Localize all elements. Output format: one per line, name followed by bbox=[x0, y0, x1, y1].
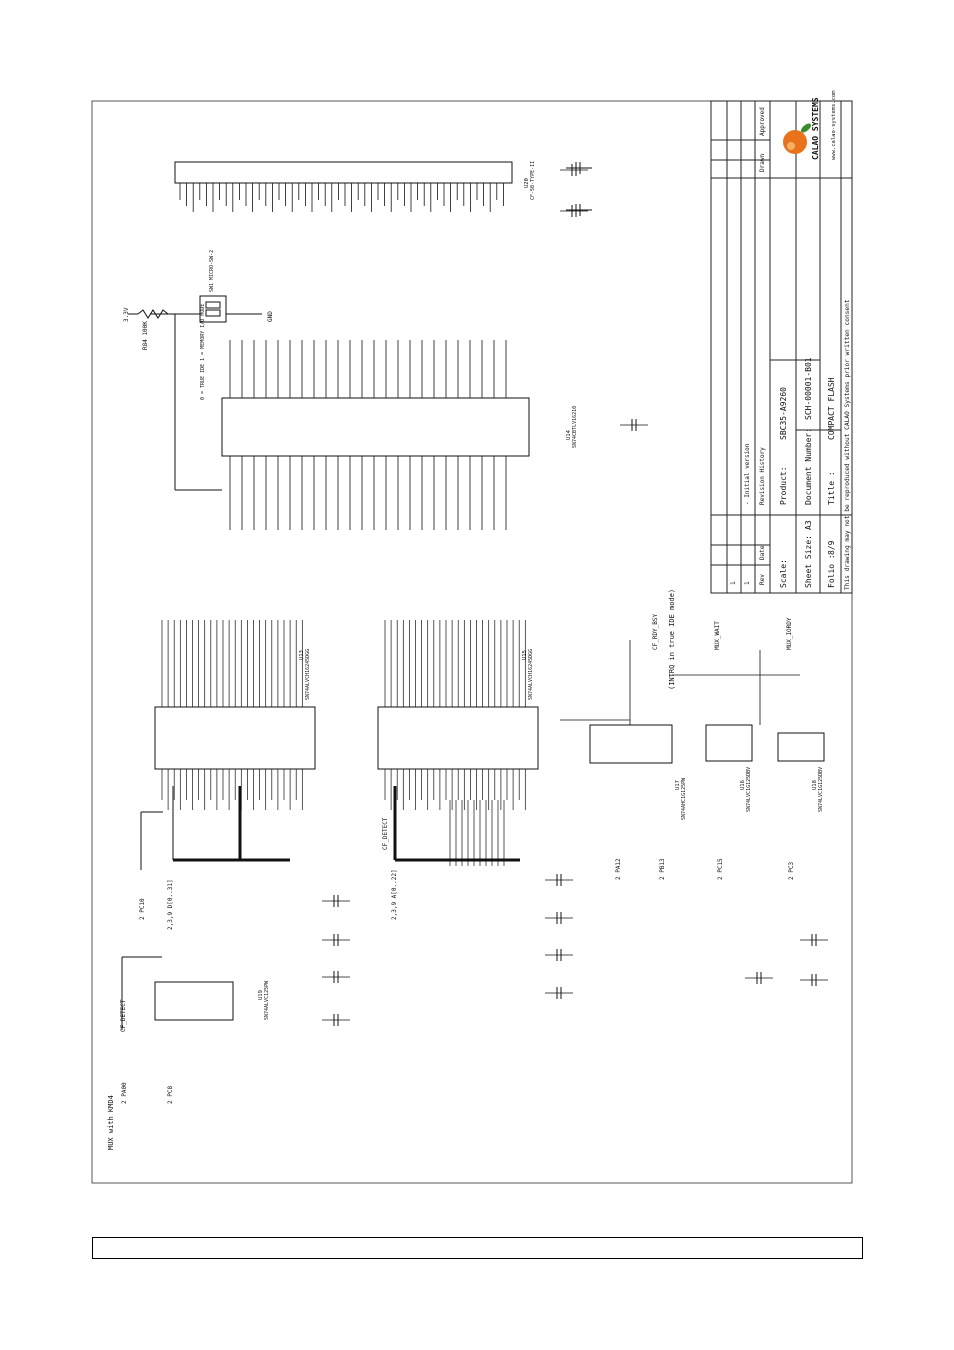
cap-c31 bbox=[566, 162, 592, 174]
u20-label: U20 bbox=[524, 178, 530, 188]
u17-part: SN74AHC1G125PW bbox=[681, 777, 687, 820]
data-bus bbox=[140, 786, 290, 870]
u15-part: SN74ALVCH16245DGG bbox=[528, 649, 534, 700]
u20-part: CF-50-TYPE-II bbox=[530, 161, 536, 200]
cap-c32 bbox=[566, 204, 592, 216]
sheet-size-label: Sheet Size: bbox=[804, 535, 813, 588]
u13-label: U13 bbox=[299, 650, 305, 660]
date-header: Date bbox=[759, 545, 766, 560]
u16-part: SN74LVC1G125DBV bbox=[746, 767, 752, 812]
u16-label: U16 bbox=[740, 780, 746, 790]
u13-part: SN74ALVCH16245DGG bbox=[305, 649, 311, 700]
mux-u14: U14 SN74CBTLV16210 0 = TRUE IDE 1 = MEMO… bbox=[200, 304, 578, 530]
buffer-u18: U18 SN74LVC1G125DBV bbox=[777, 732, 825, 812]
title-value: COMPACT FLASH bbox=[827, 377, 836, 440]
u19-label: U19 bbox=[258, 990, 264, 1000]
mode-note: 0 = TRUE IDE 1 = MEMORY I/O MODE bbox=[200, 304, 206, 400]
vcc-label-top: 3.3V bbox=[123, 307, 130, 322]
sw1-label: SW1 MICRO-SW-2 bbox=[209, 250, 215, 292]
cf-detect-net: CF_DETECT bbox=[120, 999, 127, 1032]
address-bus bbox=[393, 786, 520, 862]
r84-value: R84 100K bbox=[142, 321, 149, 350]
drawn-label: Drawn bbox=[759, 154, 766, 172]
mux-wait-net: MUX_WAIT bbox=[714, 621, 721, 650]
website: www.calao-systems.com bbox=[831, 90, 837, 160]
address-bus-net: 2,3,9 A[0..22] bbox=[391, 869, 398, 920]
decoupling-capacitors bbox=[322, 164, 828, 1026]
u17-label: U17 bbox=[675, 780, 681, 790]
pa12-net: 2 PA12 bbox=[615, 858, 622, 880]
cf-connector-pins bbox=[179, 183, 504, 212]
intrq-note: (INTRQ in true IDE mode) bbox=[668, 589, 676, 690]
calao-logo: CALAO SYSTEMS www.calao-systems.com bbox=[783, 90, 837, 160]
rev-header: Rev bbox=[759, 574, 766, 585]
folio-label: Folio : bbox=[827, 554, 836, 588]
buffer-u19: U19 SN74ALVC125PW bbox=[121, 956, 270, 1030]
buffer-u13: U13 SN74ALVCH16245DGG bbox=[154, 620, 316, 810]
logo-text: CALAO SYSTEMS bbox=[811, 97, 820, 160]
folio-value: 8/9 bbox=[827, 540, 836, 555]
sheet-border bbox=[91, 100, 853, 1184]
document-number-value: SCH-00001-B01 bbox=[804, 357, 813, 420]
pc15-net: 2 PC15 bbox=[717, 858, 724, 880]
u13-pins bbox=[161, 620, 303, 810]
title-label: Title : bbox=[827, 471, 836, 505]
u18-label: U18 bbox=[812, 780, 818, 790]
pc3-net: 2 PC3 bbox=[788, 862, 795, 880]
signal-traces bbox=[449, 640, 800, 866]
buffer-u15: U15 SN74ALVCH16245DGG bbox=[377, 620, 539, 810]
mux-kmd4-note: MUX with KMD4 bbox=[107, 1095, 115, 1150]
cf-connector-u20: U20 CF-50-TYPE-II bbox=[174, 161, 536, 212]
buffer-u16: U16 SN74LVC1G125DBV bbox=[705, 724, 753, 812]
sheet-size-value: A3 bbox=[804, 520, 813, 530]
u14-pins bbox=[229, 340, 507, 530]
u14-part: SN74CBTLV16210 bbox=[572, 406, 578, 448]
document-number-label: Document Number: bbox=[804, 428, 813, 505]
resistor-r84 bbox=[128, 309, 169, 319]
data-bus-net: 2,3,9 D[0..31] bbox=[167, 879, 174, 930]
approved-label: Approved bbox=[759, 107, 766, 136]
title-block: 1 1 Rev Date - Initial version Revision … bbox=[710, 90, 853, 594]
u15-label: U15 bbox=[522, 650, 528, 660]
cf-detect-net-2: CF_DETECT bbox=[382, 817, 389, 850]
confidential-notice: This drawing may not be reproduced witho… bbox=[844, 299, 851, 590]
rev-2-label: 1 bbox=[744, 581, 751, 585]
revision-history: Revision History bbox=[759, 447, 766, 505]
scale-label: Scale: bbox=[779, 559, 788, 588]
switch-sw1: SW1 MICRO-SW-2 bbox=[150, 250, 262, 491]
footer-box bbox=[92, 1237, 863, 1259]
initial-version: - Initial version bbox=[744, 443, 751, 505]
cf-rdy-bsy-net: CF_RDY_BSY bbox=[652, 613, 659, 650]
pa00-net: 2 PA00 bbox=[121, 1082, 128, 1104]
u14-label: U14 bbox=[566, 429, 572, 440]
u18-part: SN74LVC1G125DBV bbox=[818, 767, 824, 812]
u15-pins bbox=[384, 620, 526, 810]
u19-part: SN74ALVC125PW bbox=[264, 980, 270, 1020]
product-value: SBC35-A9260 bbox=[779, 387, 788, 440]
mux-iordy-net: MUX_IORDY bbox=[786, 617, 793, 650]
product-label: Product: bbox=[779, 466, 788, 505]
buffer-u17: U17 SN74AHC1G125PW bbox=[589, 724, 687, 820]
gnd-label-top: GND bbox=[267, 311, 274, 322]
pc10-net: 2 PC10 bbox=[139, 898, 146, 920]
pc8-net: 2 PC8 bbox=[167, 1086, 174, 1104]
pb13-net: 2 PB13 bbox=[659, 858, 666, 880]
rev-1-label: 1 bbox=[730, 581, 737, 585]
